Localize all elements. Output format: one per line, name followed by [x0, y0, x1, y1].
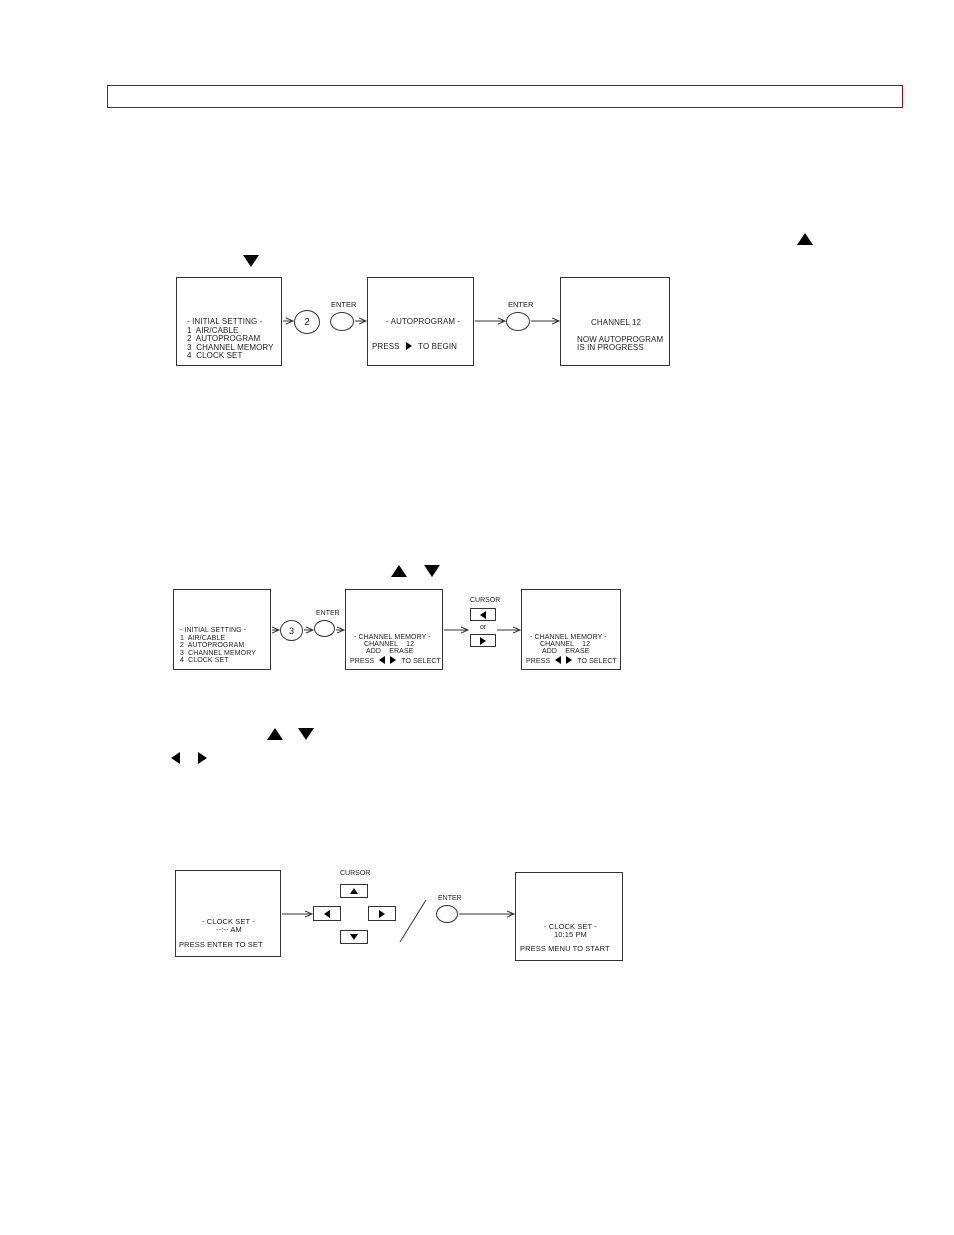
enter-key	[506, 312, 530, 331]
channel-line: CHANNEL 12	[540, 641, 591, 648]
key-number: 3	[288, 625, 294, 636]
channel-label: CHANNEL 12	[591, 318, 642, 327]
right-triangle-icon	[390, 656, 397, 664]
cursor-label: CURSOR	[470, 597, 501, 604]
cursor-left-key	[313, 906, 341, 921]
enter-label: ENTER	[508, 300, 534, 309]
enter-key	[436, 905, 458, 923]
right-arrow-icon	[198, 752, 207, 764]
menu-item: 3 CHANNEL MEMORY	[180, 649, 256, 657]
progress-line: IS IN PROGRESS	[577, 343, 644, 352]
cursor-down-key	[340, 930, 368, 944]
press-label: PRESS	[350, 658, 375, 665]
enter-label: ENTER	[331, 300, 357, 309]
cursor-right-key	[470, 634, 496, 647]
down-arrow-icon	[298, 728, 314, 740]
right-triangle-icon	[379, 909, 385, 918]
to-select-label: TO SELECT	[401, 658, 441, 665]
press-label: PRESS	[526, 658, 551, 665]
down-triangle-icon	[350, 934, 358, 940]
menu-item: 1 AIR/CABLE	[187, 325, 239, 335]
menu-item: 1 AIR/CABLE	[180, 634, 226, 642]
menu-item: 4 CLOCK SET	[180, 657, 229, 664]
press-enter-label: PRESS ENTER TO SET	[179, 940, 263, 949]
clock-value: 10:15 PM	[554, 930, 587, 939]
initial-setting-screen-2: - INITIAL SETTING - 1 AIR/CABLE 2 AUTOPR…	[173, 589, 271, 670]
enter-label: ENTER	[316, 610, 340, 617]
left-triangle-icon	[480, 610, 486, 619]
channel-line: CHANNEL 12	[364, 641, 415, 648]
up-triangle-icon	[350, 888, 358, 894]
cursor-up-key	[340, 884, 368, 898]
memory-title: - CHANNEL MEMORY -	[354, 634, 431, 641]
initial-setting-screen-1: - INITIAL SETTING - 1 AIR/CABLE 2 AUTOPR…	[176, 277, 282, 366]
menu-title: - INITIAL SETTING -	[187, 317, 263, 326]
press-menu-label: PRESS MENU TO START	[520, 944, 610, 953]
channel-progress-screen: CHANNEL 12 NOW AUTOPROGRAM IS IN PROGRES…	[560, 277, 670, 366]
cursor-right-key	[368, 906, 396, 921]
to-begin-label: TO BEGIN	[418, 342, 458, 351]
menu-title: - INITIAL SETTING -	[180, 627, 247, 634]
autoprogram-title: - AUTOPROGRAM -	[386, 317, 461, 326]
down-arrow-icon	[243, 255, 259, 267]
enter-key	[314, 620, 335, 637]
enter-key	[330, 312, 354, 331]
add-erase-line: ADD ERASE	[366, 648, 414, 655]
memory-title: - CHANNEL MEMORY -	[530, 634, 607, 641]
cursor-left-key	[470, 608, 496, 621]
add-erase-line: ADD ERASE	[542, 648, 590, 655]
right-triangle-icon	[405, 342, 412, 350]
clock-value: --:-- AM	[216, 925, 242, 934]
up-arrow-icon	[797, 233, 813, 245]
left-triangle-icon	[324, 909, 330, 918]
menu-item: 3 CHANNEL MEMORY	[187, 342, 274, 352]
menu-item: 2 AUTOPROGRAM	[187, 334, 261, 343]
right-triangle-icon	[566, 656, 573, 664]
to-select-label: TO SELECT	[577, 658, 617, 665]
cursor-label: CURSOR	[340, 870, 371, 877]
clock-title: - CLOCK SET -	[544, 922, 597, 931]
number-2-key: 2	[294, 310, 320, 334]
menu-item: 2 AUTOPROGRAM	[180, 642, 245, 649]
left-arrow-icon	[171, 752, 180, 764]
channel-memory-screen-1: - CHANNEL MEMORY - CHANNEL 12 ADD ERASE …	[345, 589, 443, 670]
right-triangle-icon	[480, 636, 486, 645]
autoprogram-screen: - AUTOPROGRAM - PRESS TO BEGIN	[367, 277, 474, 366]
number-3-key: 3	[280, 620, 303, 641]
progress-line: NOW AUTOPROGRAM	[577, 335, 664, 344]
key-number: 2	[304, 316, 310, 328]
or-label: or	[480, 624, 487, 631]
up-arrow-icon	[267, 728, 283, 740]
down-arrow-icon	[424, 565, 440, 577]
press-label: PRESS	[372, 342, 400, 351]
clock-set-screen-2: - CLOCK SET - 10:15 PM PRESS MENU TO STA…	[515, 872, 623, 961]
left-triangle-icon	[555, 656, 562, 664]
header-bar	[107, 85, 903, 108]
up-arrow-icon	[391, 565, 407, 577]
channel-memory-screen-2: - CHANNEL MEMORY - CHANNEL 12 ADD ERASE …	[521, 589, 621, 670]
clock-set-screen-1: - CLOCK SET - --:-- AM PRESS ENTER TO SE…	[175, 870, 281, 957]
left-triangle-icon	[379, 656, 386, 664]
enter-label: ENTER	[438, 895, 462, 902]
clock-title: - CLOCK SET -	[202, 917, 255, 926]
menu-item: 4 CLOCK SET	[187, 351, 243, 360]
